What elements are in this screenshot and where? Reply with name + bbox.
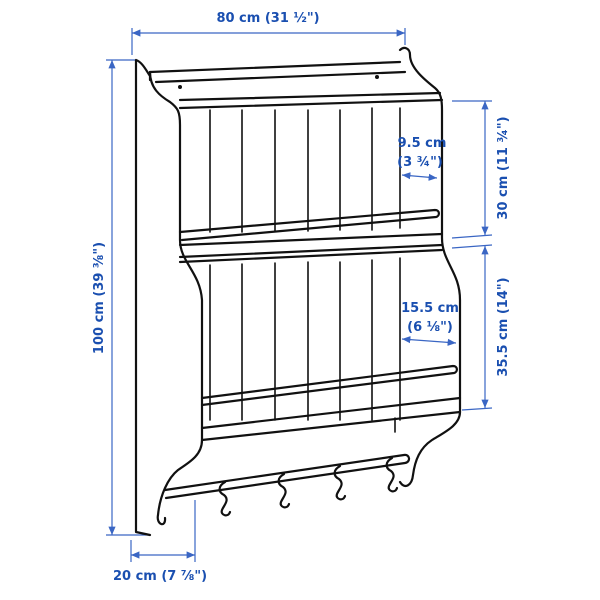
height-label: 100 cm (39 ⅜") [92, 242, 107, 354]
lower-section-height-line [451, 244, 493, 411]
upper-section-height-label: 30 cm (11 ¾") [496, 116, 511, 219]
lower-depth-arrow [401, 336, 457, 346]
upper-shelf-depth-in-label: (3 ¾") [397, 155, 443, 170]
lower-section-height-label: 35.5 cm (14") [496, 277, 511, 376]
plate-rack [134, 46, 462, 537]
upper-section-height-line [451, 100, 493, 239]
lower-shelf-depth-in-label: (6 ⅛") [407, 320, 453, 335]
upper-shelf-depth-cm-label: 9.5 cm [398, 136, 447, 151]
width-dimension-line [131, 28, 406, 55]
lower-shelf-depth-cm-label: 15.5 cm [401, 301, 459, 316]
depth-label: 20 cm (7 ⅞") [113, 569, 207, 584]
height-dimension-line [106, 59, 150, 536]
width-label: 80 cm (31 ½") [216, 11, 319, 26]
depth-dimension-line [130, 500, 196, 562]
upper-depth-arrow [401, 172, 438, 181]
